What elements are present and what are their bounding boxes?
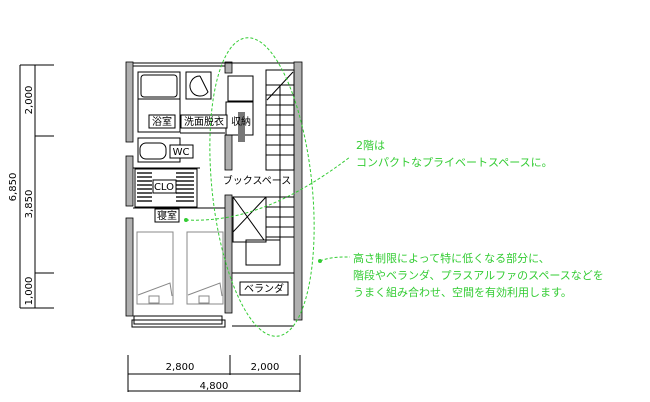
label-veranda: ベランダ: [244, 282, 284, 295]
annotation-2-line-1: 高さ制限によって特に低くなる部分に、: [353, 251, 550, 265]
horizontal-dimension: 2,800 2,000 4,800: [127, 355, 301, 392]
dim-segment: 2,800: [166, 362, 195, 373]
closet: [134, 168, 198, 208]
label-washroom: 洗面脱衣: [184, 115, 224, 128]
dim-total-height: 6,850: [8, 173, 19, 202]
room-labels: 浴室 洗面脱衣 収納 WC CLO 寝室 ブックスペース ベランダ: [148, 114, 292, 296]
label-wc: WC: [173, 147, 190, 158]
label-book-space: ブックスペース: [223, 174, 292, 187]
label-storage: 収納: [231, 115, 251, 128]
annotation-1-line-2: コンパクトなプライベートスペースに。: [356, 156, 553, 169]
annotation-2-line-3: うまく組み合わせ、空間を有効利用します。: [353, 285, 572, 299]
label-bath: 浴室: [152, 115, 172, 128]
dim-segment: 2,000: [251, 362, 280, 373]
vertical-dimension: 6,850 2,000 3,850 1,000: [8, 64, 54, 309]
annotation-1-line-1: 2階は: [356, 138, 385, 152]
staircase: [232, 69, 295, 274]
dim-segment: 1,000: [24, 277, 35, 306]
annotation-graphics: [184, 37, 351, 337]
dim-total-width: 4,800: [200, 381, 229, 392]
annotation-2-line-2: 階段やベランダ、プラスアルファのスペースなどを: [353, 268, 604, 282]
label-closet: CLO: [154, 182, 174, 193]
dim-segment: 3,850: [24, 190, 35, 219]
dim-segment: 2,000: [24, 86, 35, 115]
bedroom: [133, 207, 225, 305]
label-bedroom: 寝室: [157, 209, 177, 222]
